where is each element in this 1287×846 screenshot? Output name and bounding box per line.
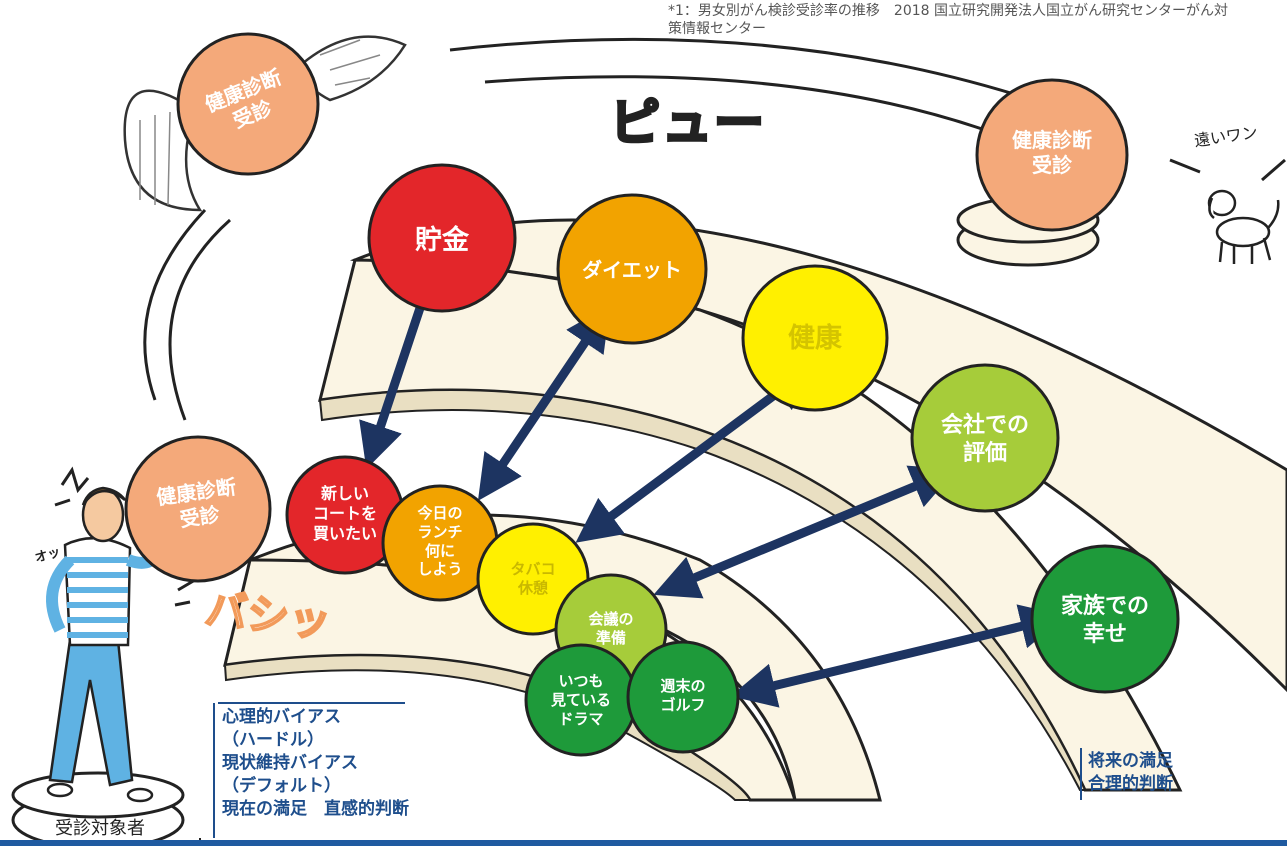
dog-motion-line	[1169, 158, 1201, 174]
arrow-family	[730, 604, 1066, 708]
speed-line	[449, 37, 1091, 122]
subject-pedestal-top	[11, 771, 185, 819]
speed-line	[484, 75, 986, 132]
shock-mark	[54, 466, 90, 507]
present-satisfaction-caption: 心理的バイアス （ハードル） 現状維持バイアス （デフォルト） 現在の満足 直感…	[222, 707, 409, 819]
dog-icon	[1207, 189, 1280, 264]
goal-family-circle	[1030, 544, 1180, 694]
goal-savings-circle	[367, 163, 517, 313]
goal-evaluation-circle	[910, 363, 1060, 513]
source-footnote: *1：男女別がん検診受診率の推移 2018 国立研究開発法人国立がん研究センター…	[668, 3, 1228, 37]
goal-diet-circle	[556, 193, 708, 345]
speed-line	[168, 218, 231, 421]
future-satisfaction-caption: 将来の満足 合理的判断	[1088, 751, 1173, 794]
bottom-rule	[0, 840, 1287, 846]
arrow-diet	[477, 305, 611, 501]
dog-motion-line	[1261, 158, 1286, 182]
near-golf-circle	[626, 640, 740, 754]
pedestal-checkup-ball	[975, 78, 1129, 232]
left-wing-feathers	[139, 111, 171, 206]
speed-line	[143, 208, 207, 401]
right-wing-feathers	[319, 39, 381, 86]
flying-checkup-ball	[176, 32, 320, 176]
hit-checkup-ball	[124, 435, 272, 583]
arrow-health	[575, 365, 815, 543]
near-drama-circle	[524, 643, 638, 757]
goal-health-circle	[741, 264, 889, 412]
arrow-evaluation	[653, 465, 957, 599]
